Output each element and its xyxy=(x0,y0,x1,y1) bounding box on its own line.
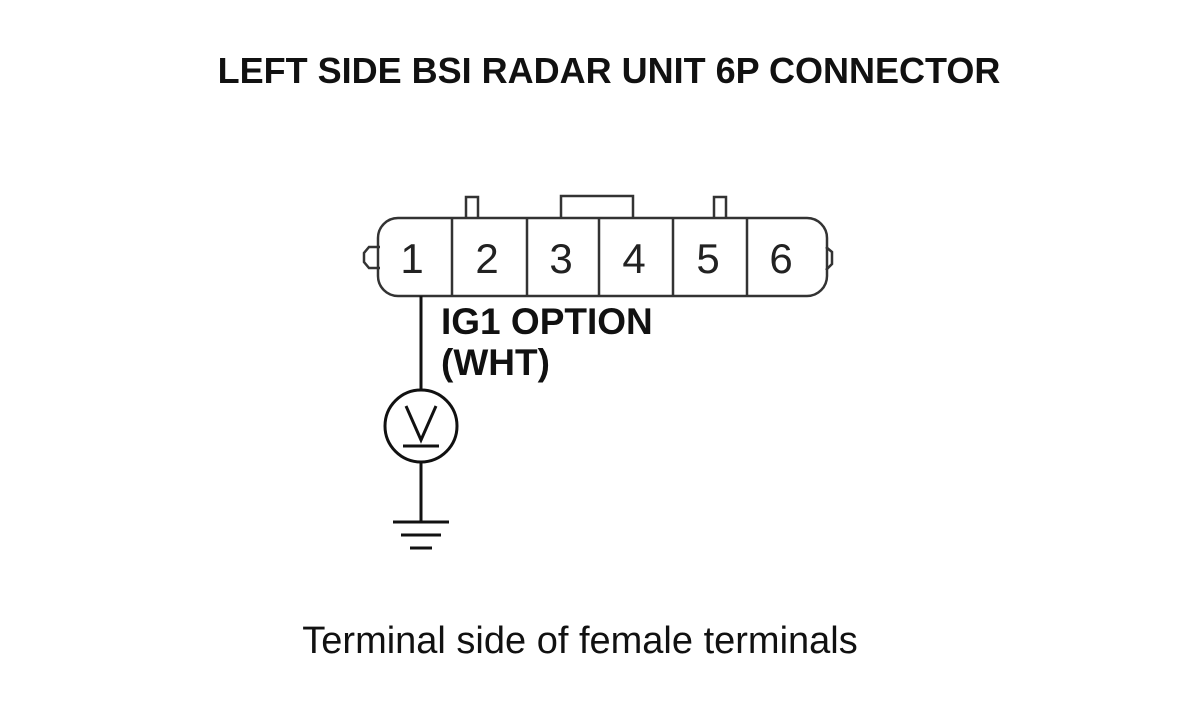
pin-2-label: 2 xyxy=(475,235,498,282)
right-latch-tab xyxy=(825,246,834,271)
connector-housing xyxy=(376,216,829,298)
ground-icon xyxy=(393,520,449,550)
pin-5-label: 5 xyxy=(696,235,719,282)
pin-1-label: 1 xyxy=(400,235,423,282)
voltmeter-icon xyxy=(383,388,459,464)
pin-6-label: 6 xyxy=(769,235,792,282)
left-latch-tab xyxy=(362,245,380,270)
connector-6p: 1 2 3 4 5 6 xyxy=(362,194,834,298)
diagram-caption: Terminal side of female terminals xyxy=(302,620,857,662)
top-key-right xyxy=(712,195,728,218)
diagram-title: LEFT SIDE BSI RADAR UNIT 6P CONNECTOR xyxy=(218,50,1001,91)
top-key-left xyxy=(464,195,480,218)
wire-signal-label: IG1 OPTION xyxy=(441,301,653,342)
pin-3-label: 3 xyxy=(549,235,572,282)
top-key-center xyxy=(559,194,635,218)
pin-4-label: 4 xyxy=(622,235,645,282)
wire-color-label: (WHT) xyxy=(441,342,550,383)
